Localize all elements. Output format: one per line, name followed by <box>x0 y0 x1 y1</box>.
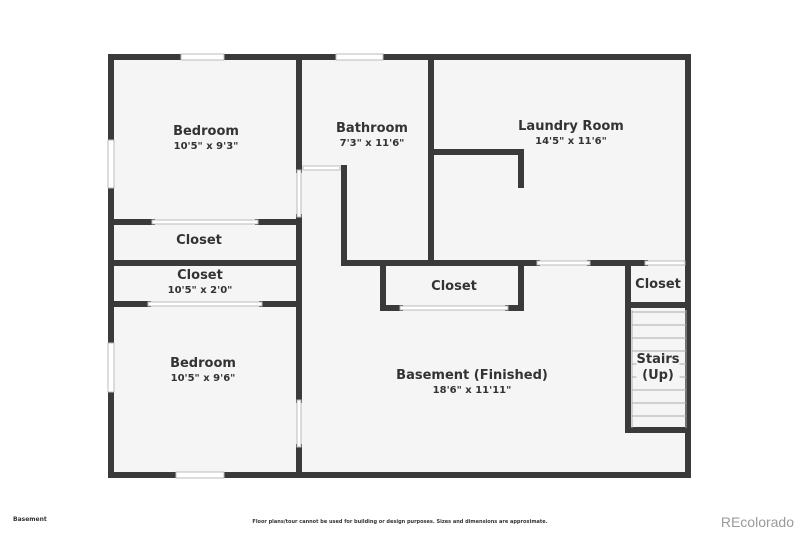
room-dims: 10'5" x 9'6" <box>170 373 236 384</box>
room-name: Closet <box>635 277 681 292</box>
room-closet-3: Closet <box>431 279 477 295</box>
room-closet-4: Closet <box>635 277 681 293</box>
brand-logo: REcolorado <box>720 514 794 530</box>
room-dims: 10'5" x 2'0" <box>167 285 233 296</box>
room-name: Laundry Room <box>518 119 624 134</box>
room-name: Stairs <box>636 352 680 367</box>
room-bedroom-2: Bedroom 10'5" x 9'6" <box>170 356 236 385</box>
room-dims: 7'3" x 11'6" <box>339 138 405 149</box>
room-stairs: Stairs(Up) <box>636 352 680 384</box>
room-bedroom-1: Bedroom 10'5" x 9'3" <box>173 124 239 153</box>
room-name: Bedroom <box>170 356 236 371</box>
room-bathroom: Bathroom 7'3" x 11'6" <box>336 121 408 150</box>
disclaimer: Floor plans/tour cannot be used for buil… <box>252 519 548 525</box>
room-name: Basement (Finished) <box>396 368 548 383</box>
windows <box>107 53 686 479</box>
room-dims: 10'5" x 9'3" <box>173 141 239 152</box>
room-closet-1: Closet <box>176 233 222 249</box>
room-name: Closet <box>176 233 222 248</box>
room-dims: 18'6" x 11'11" <box>432 385 512 396</box>
room-name: Bathroom <box>336 121 408 136</box>
room-dims: 14'5" x 11'6" <box>535 136 607 147</box>
room-name: Closet <box>431 279 477 294</box>
floor-label: Basement <box>13 516 47 523</box>
room-basement: Basement (Finished) 18'6" x 11'11" <box>396 368 548 397</box>
room-name: Closet <box>177 268 223 283</box>
room-name: Bedroom <box>173 124 239 139</box>
walls <box>108 54 691 478</box>
room-laundry: Laundry Room 14'5" x 11'6" <box>518 119 624 148</box>
room-sub: (Up) <box>642 368 674 383</box>
room-closet-2: Closet 10'5" x 2'0" <box>168 268 233 297</box>
